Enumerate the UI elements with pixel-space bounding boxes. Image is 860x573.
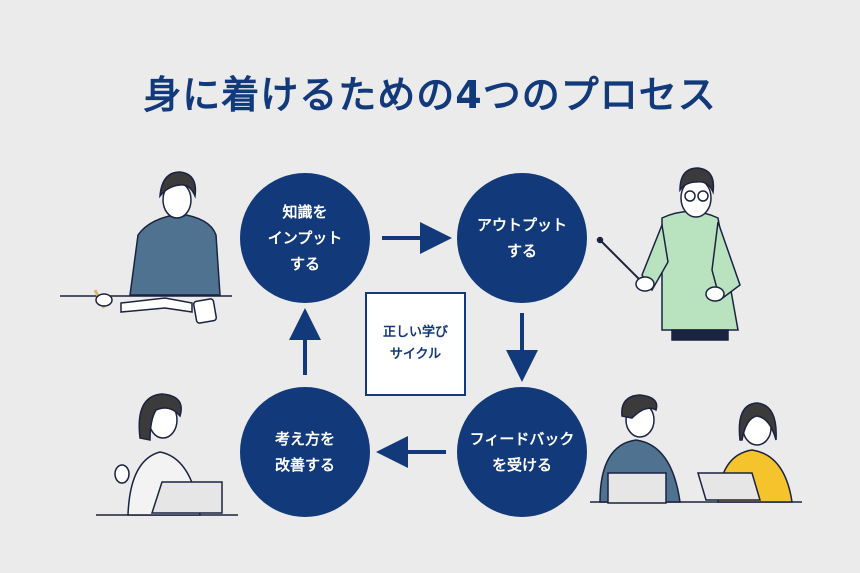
step-input-label: 知識を インプット する <box>267 203 343 273</box>
center-note: 正しい学び サイクル <box>365 292 466 396</box>
step-improve: 考え方を 改善する <box>240 387 370 517</box>
illustration-person-laptop <box>96 393 238 516</box>
illustration-people-discussing <box>590 394 802 504</box>
step-output: アウトプット する <box>457 173 587 303</box>
diagram-title: 身に着けるための4つのプロセス <box>143 73 717 117</box>
illustration-person-studying <box>60 171 232 324</box>
step-output-label: アウトプット する <box>476 216 567 260</box>
step-improve-label: 考え方を 改善する <box>274 430 335 474</box>
center-note-label: 正しい学び サイクル <box>382 325 448 362</box>
step-feedback: フィードバック を受ける <box>457 387 587 517</box>
step-feedback-label: フィードバック を受ける <box>469 430 575 474</box>
step-input: 知識を インプット する <box>240 173 370 303</box>
illustration-person-presenting <box>596 167 741 341</box>
